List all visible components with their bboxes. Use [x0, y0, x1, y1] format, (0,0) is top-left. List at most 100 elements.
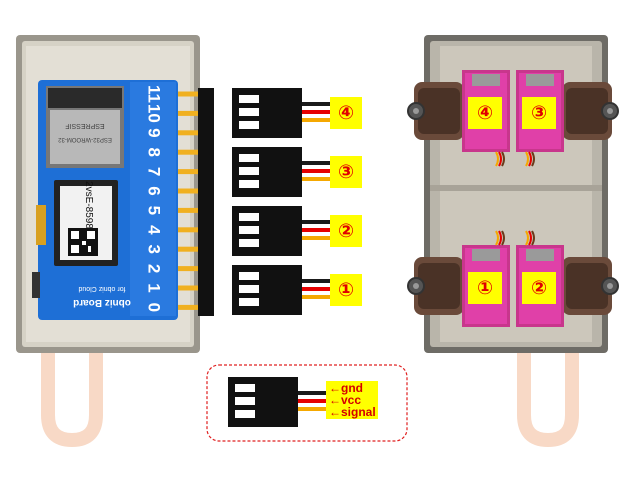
pin-leg — [178, 285, 198, 291]
connector-number-box — [330, 97, 362, 129]
pin-label: 8 — [145, 147, 164, 156]
connector-wire — [302, 220, 330, 224]
servo-motor: ③ — [516, 70, 619, 167]
connector-number-box — [330, 215, 362, 247]
servo-wire — [528, 230, 532, 246]
servo-wire — [501, 230, 505, 246]
connector-wire — [302, 118, 330, 122]
servo-motor: ① — [407, 230, 510, 327]
connector-slot — [239, 285, 259, 293]
servo-label-strip — [526, 74, 554, 86]
header-bar — [198, 88, 214, 316]
connector-slot — [239, 154, 259, 162]
legend-gnd-text: ←gnd — [329, 381, 363, 395]
connector-slot — [239, 298, 259, 306]
servo-motor: ② — [516, 230, 619, 327]
pin-label: 10 — [145, 104, 164, 123]
module-brand-text: ESPRESSIF — [65, 122, 104, 129]
connector-slot — [239, 108, 259, 116]
left-hanging-loop — [41, 350, 103, 448]
connector-number: ② — [338, 220, 354, 242]
legend: ←gnd ←vcc ←signal — [206, 364, 408, 442]
servo-bracket-inner — [418, 88, 460, 134]
servo-number: ④ — [477, 102, 493, 124]
connector-wire — [302, 287, 330, 291]
right-case-divider — [430, 185, 602, 191]
legend-wire-gnd — [298, 391, 326, 395]
pin-label: 3 — [144, 244, 163, 253]
legend-wire-vcc — [298, 399, 326, 403]
servo-wire — [531, 151, 535, 167]
servo-wire — [498, 151, 502, 167]
servo-wire — [495, 151, 499, 167]
connector-wire — [302, 177, 330, 181]
servo-gear-hub — [413, 283, 419, 289]
servo-group: ④ ③ ① ② — [407, 70, 619, 327]
pin-leg — [178, 266, 198, 272]
module-model-text: ESP32-WROOM-32 — [58, 136, 112, 142]
pin-label: 11 — [145, 85, 164, 103]
board-brand-text: obniz Board — [73, 297, 131, 308]
servo-number-box — [522, 272, 556, 304]
servo-connector: ③ — [232, 147, 362, 197]
pin-label: 2 — [145, 264, 164, 273]
connector-wire — [302, 228, 330, 232]
connector-number: ④ — [338, 102, 354, 124]
servo-bracket-inner — [566, 88, 608, 134]
servo-gear-hub — [607, 283, 613, 289]
legend-vcc-text: ←vcc — [329, 393, 361, 407]
connector-slot — [239, 95, 259, 103]
connector-number: ① — [338, 279, 354, 301]
connector-wire — [302, 295, 330, 299]
connector-slot — [239, 167, 259, 175]
pin-label: 5 — [145, 206, 164, 215]
servo-wire — [498, 230, 502, 246]
pin-header-strip — [130, 82, 176, 316]
pin-leg — [178, 246, 198, 252]
connector-wire — [302, 169, 330, 173]
pin-label: 1 — [145, 283, 164, 292]
pin-leg — [178, 130, 198, 136]
pin-label: 4 — [145, 225, 164, 235]
servo-bracket-inner — [418, 263, 460, 309]
servo-gear-hub — [607, 108, 613, 114]
servo-number-box — [468, 97, 502, 129]
connector-wire — [302, 236, 330, 240]
servo-wire — [531, 230, 535, 246]
servo-number-box — [468, 272, 502, 304]
connector-group: ④ ③ ② ① — [232, 88, 362, 315]
servo-connector: ② — [232, 206, 362, 256]
pin-label: 0 — [145, 303, 164, 312]
servo-connector: ① — [232, 265, 362, 315]
servo-gear-hub — [413, 108, 419, 114]
servo-bracket-inner — [566, 263, 608, 309]
servo-wire — [495, 230, 499, 246]
pin-leg — [178, 110, 198, 116]
servo-number: ① — [477, 277, 493, 299]
connector-slot — [239, 272, 259, 280]
wifi-antenna — [48, 88, 122, 108]
pin-label: 9 — [145, 128, 164, 137]
board-sub-text: for obniz Cloud — [78, 285, 125, 292]
pin-leg — [178, 207, 198, 213]
legend-signal-text: ←signal — [329, 405, 376, 419]
connector-slot — [239, 226, 259, 234]
pin-leg — [178, 188, 198, 194]
pin-leg — [178, 149, 198, 155]
connector-slot — [239, 239, 259, 247]
connector-slot — [239, 121, 259, 129]
legend-slot-1 — [235, 384, 255, 392]
pin-leg — [178, 169, 198, 175]
pin-label: 7 — [145, 167, 164, 176]
wifi-shield — [50, 110, 120, 164]
legend-wire-signal — [298, 407, 326, 411]
connector-slot — [239, 180, 259, 188]
connector-slot — [239, 213, 259, 221]
servo-wire — [525, 230, 529, 246]
legend-label-box — [326, 381, 378, 419]
servo-connector: ④ — [232, 88, 362, 138]
qr-code — [68, 228, 98, 256]
connector-wire — [302, 110, 330, 114]
legend-slot-3 — [235, 410, 255, 418]
